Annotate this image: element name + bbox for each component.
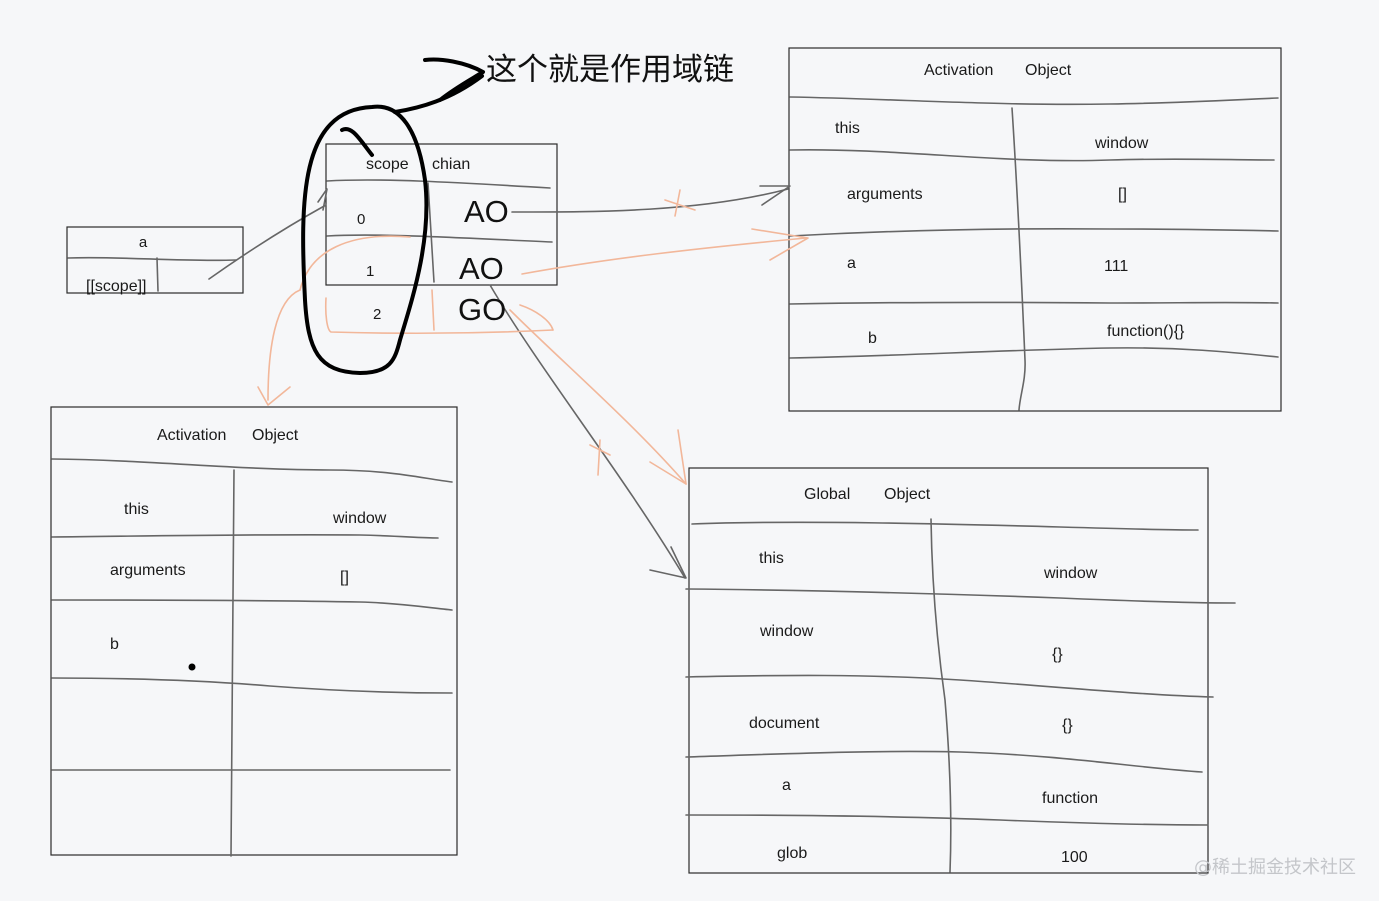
go-box <box>688 467 1209 874</box>
go-key-a: a <box>782 777 791 794</box>
scope-chain-index-1: 1 <box>366 263 374 280</box>
ao-top-key-a: a <box>847 255 856 272</box>
ao-left-box <box>50 406 458 856</box>
orange-arrows <box>257 189 809 485</box>
ao-top-key-b: b <box>868 330 877 347</box>
go-title-2: Object <box>884 486 931 503</box>
ao-top-box <box>788 47 1282 412</box>
go-key-document: document <box>749 715 820 732</box>
scope-chain-ref-2: GO <box>458 292 506 327</box>
scope-chain-box <box>325 143 558 286</box>
go-grid <box>685 518 1236 873</box>
ao-left-title-1: Activation <box>157 427 226 444</box>
ao-left-key-this: this <box>124 501 149 518</box>
ao-left-title-2: Object <box>252 427 299 444</box>
ao-top-value-a: 111 <box>1104 258 1128 275</box>
func-a-box <box>66 226 244 294</box>
go-key-window: window <box>759 623 814 640</box>
go-value-window: {} <box>1052 646 1063 663</box>
scope-chain-header-1: scope <box>366 156 409 173</box>
annotation-text: 这个就是作用域链 <box>486 52 734 88</box>
ao-left-key-b: b <box>110 636 119 653</box>
go-value-a: function <box>1042 790 1098 807</box>
ao-top-grid <box>789 96 1279 411</box>
ao-left-value-arguments: [] <box>340 569 349 586</box>
ao-top-title-2: Object <box>1025 62 1072 79</box>
go-title-1: Global <box>804 486 850 503</box>
ao-top-key-arguments: arguments <box>847 186 923 203</box>
go-value-document: {} <box>1062 717 1073 734</box>
scope-chain-ref-1: AO <box>459 251 504 286</box>
watermark: @稀土掘金技术社区 <box>1194 857 1356 878</box>
scope-chain-index-0: 0 <box>357 211 365 228</box>
scope-chain-highlight <box>301 57 485 375</box>
gray-arrows <box>208 185 791 579</box>
ao-top-value-b: function(){} <box>1107 323 1185 340</box>
func-a-scope-label: [[scope]] <box>86 278 146 295</box>
go-key-this: this <box>759 550 784 567</box>
ao-top-value-arguments: [] <box>1118 186 1127 203</box>
scope-chain-lines <box>326 179 553 283</box>
func-a-name: a <box>139 234 148 251</box>
scope-chain-index-2: 2 <box>373 306 381 323</box>
ao-left-grid <box>51 458 453 857</box>
scope-chain-header-2: chian <box>432 156 470 173</box>
scope-chain-ref-0: AO <box>464 194 509 229</box>
func-a-lines <box>67 256 237 292</box>
go-value-glob: 100 <box>1061 849 1088 866</box>
go-key-glob: glob <box>777 845 807 862</box>
ao-left-key-arguments: arguments <box>110 562 186 579</box>
ao-left-value-this: window <box>332 510 387 527</box>
ao-top-key-this: this <box>835 120 860 137</box>
ao-left-dot <box>188 663 196 671</box>
ao-top-title-1: Activation <box>924 62 993 79</box>
go-value-this: window <box>1043 565 1098 582</box>
ao-top-value-this: window <box>1094 135 1149 152</box>
